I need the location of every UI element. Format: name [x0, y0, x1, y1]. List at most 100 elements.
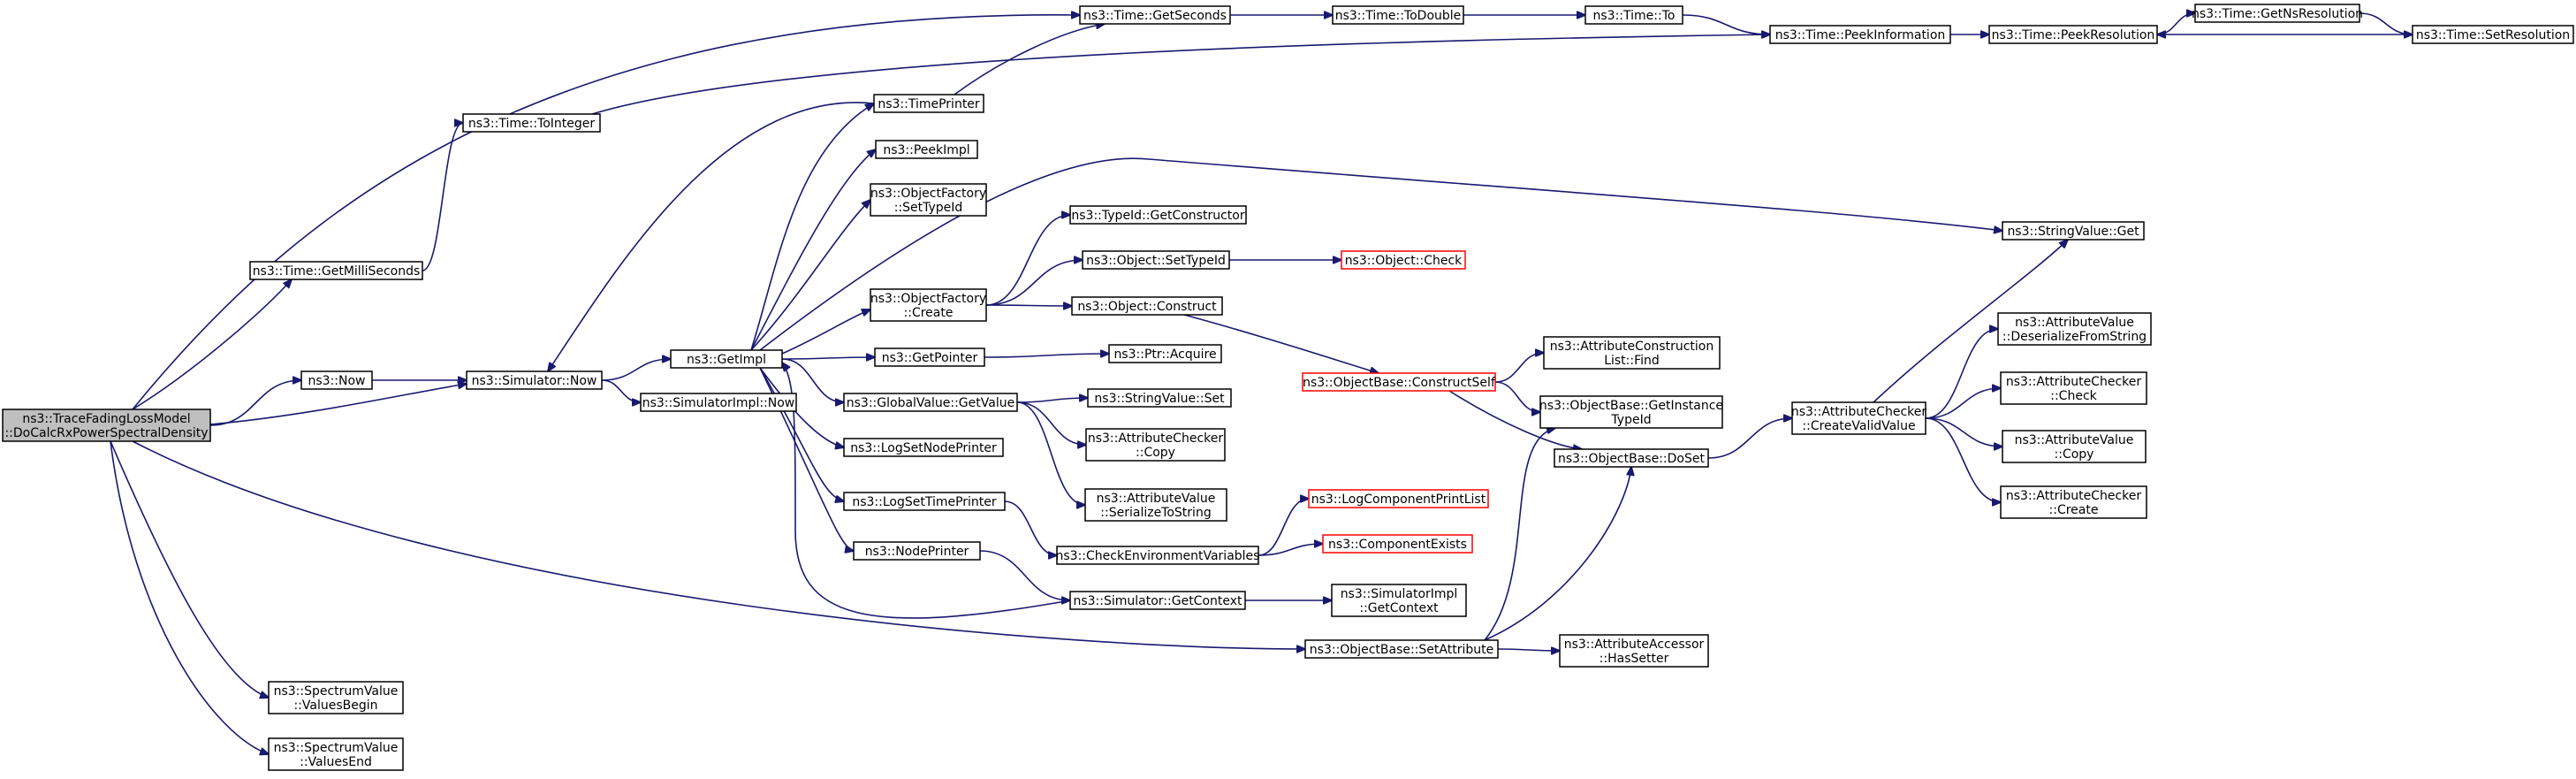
node-get-impl[interactable]: ns3::GetImpl	[670, 349, 783, 369]
edge-do-set-to-create-valid-value	[1707, 418, 1792, 459]
node-log-comp-print-list[interactable]: ns3::LogComponentPrintList	[1308, 489, 1489, 508]
edge-check-env-to-log-comp-print-list	[1258, 499, 1309, 556]
node-box	[1084, 488, 1227, 522]
node-of-create[interactable]: ns3::ObjectFactory::Create	[870, 288, 987, 322]
node-get-ns-res[interactable]: ns3::Time::GetNsResolution	[2192, 4, 2363, 23]
edge-create-valid-value-to-attr-deserialize	[1925, 329, 1998, 419]
node-av-serialize[interactable]: ns3::AttributeValue::SerializeToString	[1084, 488, 1227, 522]
edge-line	[209, 384, 467, 425]
node-peek-res[interactable]: ns3::Time::PeekResolution	[1988, 25, 2158, 44]
node-box	[1543, 336, 1721, 370]
node-ac-copy[interactable]: ns3::AttributeChecker::Copy	[1085, 428, 1226, 462]
edge-line	[601, 359, 671, 381]
node-peek-impl[interactable]: ns3::PeekImpl	[875, 140, 978, 159]
node-label: ns3::SimulatorImpl	[1341, 587, 1458, 601]
node-has-setter[interactable]: ns3::AttributeAccessor::HasSetter	[1559, 634, 1709, 668]
node-label: ::Create	[2049, 503, 2099, 517]
node-values-begin[interactable]: ns3::SpectrumValue::ValuesBegin	[268, 681, 404, 714]
node-label: ns3::SpectrumValue	[274, 684, 399, 699]
node-label: ns3::AttributeAccessor	[1564, 638, 1705, 652]
edge-check-env-to-comp-exists	[1258, 544, 1323, 556]
node-label: ns3::Simulator::GetContext	[1073, 594, 1242, 608]
node-box	[843, 438, 1004, 457]
node-string-value-get[interactable]: ns3::StringValue::Get	[2002, 221, 2145, 241]
node-label: ns3::TypeId::GetConstructor	[1071, 209, 1244, 223]
node-type-id-get-ctor[interactable]: ns3::TypeId::GetConstructor	[1069, 205, 1247, 225]
edge-gv-get-value-to-sv-set	[1016, 398, 1088, 403]
node-label: ::SetTypeId	[894, 201, 963, 215]
node-obj-construct[interactable]: ns3::Object::Construct	[1071, 296, 1223, 316]
edge-to-integer-to-peek-info	[591, 34, 1770, 115]
edge-line	[1925, 417, 2001, 502]
node-set-res[interactable]: ns3::Time::SetResolution	[2412, 25, 2574, 44]
node-create-valid-value[interactable]: ns3::AttributeChecker::CreateValidValue	[1791, 401, 1927, 435]
node-sim-get-context[interactable]: ns3::Simulator::GetContext	[1069, 591, 1246, 610]
node-label: TypeId	[1610, 413, 1651, 427]
edge-line	[759, 157, 2002, 351]
node-box	[1341, 250, 1466, 270]
node-box	[1302, 372, 1496, 392]
edge-get-impl-to-of-set-type-id	[750, 200, 870, 351]
node-time-printer[interactable]: ns3::TimePrinter	[873, 94, 984, 113]
node-time-to[interactable]: ns3::Time::To	[1584, 5, 1683, 25]
node-attr-deserialize[interactable]: ns3::AttributeValue::DeserializeFromStri…	[1997, 312, 2152, 346]
edge-get-impl-to-peek-impl	[750, 149, 876, 351]
edge-line	[1016, 401, 1086, 445]
node-node-printer[interactable]: ns3::NodePrinter	[853, 541, 981, 561]
node-check-env[interactable]: ns3::CheckEnvironmentVariables	[1056, 546, 1260, 565]
node-label: ns3::Now	[308, 374, 366, 388]
node-label: ns3::TraceFadingLossModel	[22, 412, 190, 426]
edge-line	[750, 200, 870, 351]
edge-line	[781, 358, 844, 402]
node-log-set-node-printer[interactable]: ns3::LogSetNodePrinter	[843, 438, 1004, 457]
edge-line	[1925, 329, 1998, 419]
edge-root-to-values-end	[110, 440, 269, 754]
node-obj-set-type-id[interactable]: ns3::Object::SetTypeId	[1082, 250, 1230, 270]
node-to-integer[interactable]: ns3::Time::ToInteger	[462, 113, 601, 133]
edge-line	[985, 260, 1083, 306]
node-get-milli[interactable]: ns3::Time::GetMilliSeconds	[249, 261, 423, 280]
edge-line	[1873, 240, 2068, 403]
node-av-copy[interactable]: ns3::AttributeValue::Copy	[2002, 430, 2147, 463]
edge-line	[601, 379, 641, 402]
node-construct-self[interactable]: ns3::ObjectBase::ConstructSelf	[1302, 372, 1496, 392]
edge-line	[132, 440, 1305, 649]
node-label: ::CreateValidValue	[1802, 419, 1915, 433]
node-set-attribute[interactable]: ns3::ObjectBase::SetAttribute	[1304, 639, 1499, 659]
node-root[interactable]: ns3::TraceFadingLossModel::DoCalcRxPower…	[2, 409, 211, 442]
node-box	[843, 492, 1006, 511]
node-ac-create[interactable]: ns3::AttributeChecker::Create	[2000, 485, 2147, 519]
node-now[interactable]: ns3::Now	[300, 370, 373, 390]
node-box	[853, 541, 981, 561]
node-comp-exists[interactable]: ns3::ComponentExists	[1322, 534, 1473, 554]
node-label: ns3::Time::GetNsResolution	[2192, 7, 2363, 21]
node-do-set[interactable]: ns3::ObjectBase::DoSet	[1554, 448, 1709, 468]
node-log-set-time-printer[interactable]: ns3::LogSetTimePrinter	[843, 492, 1006, 511]
node-sim-impl-now[interactable]: ns3::SimulatorImpl::Now	[640, 393, 797, 412]
node-sim-impl-get-context[interactable]: ns3::SimulatorImpl::GetContext	[1331, 584, 1467, 617]
node-of-set-type-id[interactable]: ns3::ObjectFactory::SetTypeId	[870, 183, 987, 217]
edge-of-create-to-obj-set-type-id	[985, 260, 1083, 306]
node-sim-now[interactable]: ns3::Simulator::Now	[466, 370, 603, 390]
node-values-end[interactable]: ns3::SpectrumValue::ValuesEnd	[268, 737, 404, 771]
node-sv-set[interactable]: ns3::StringValue::Set	[1087, 388, 1232, 408]
node-label: ns3::Time::ToDouble	[1335, 9, 1462, 23]
node-ptr-acquire[interactable]: ns3::Ptr::Acquire	[1108, 344, 1222, 363]
node-label: List::Find	[1604, 354, 1660, 368]
node-gv-get-value[interactable]: ns3::GlobalValue::GetValue	[843, 393, 1018, 412]
node-box	[1056, 546, 1259, 565]
node-get-pointer[interactable]: ns3::GetPointer	[874, 347, 985, 367]
edge-root-to-get-seconds	[132, 15, 1080, 410]
node-to-double[interactable]: ns3::Time::ToDouble	[1332, 5, 1464, 25]
node-layer: ns3::TraceFadingLossModel::DoCalcRxPower…	[2, 4, 2574, 771]
edge-obj-construct-to-construct-self	[1183, 314, 1379, 373]
node-obj-check[interactable]: ns3::Object::Check	[1341, 250, 1466, 270]
node-get-seconds[interactable]: ns3::Time::GetSeconds	[1079, 5, 1231, 25]
edge-root-to-get-milli	[132, 279, 292, 410]
edge-line	[1258, 499, 1309, 556]
node-ac-check[interactable]: ns3::AttributeChecker::Check	[2000, 371, 2147, 405]
node-peek-info[interactable]: ns3::Time::PeekInformation	[1769, 25, 1951, 44]
edge-create-valid-value-to-string-value-get	[1873, 240, 2068, 403]
